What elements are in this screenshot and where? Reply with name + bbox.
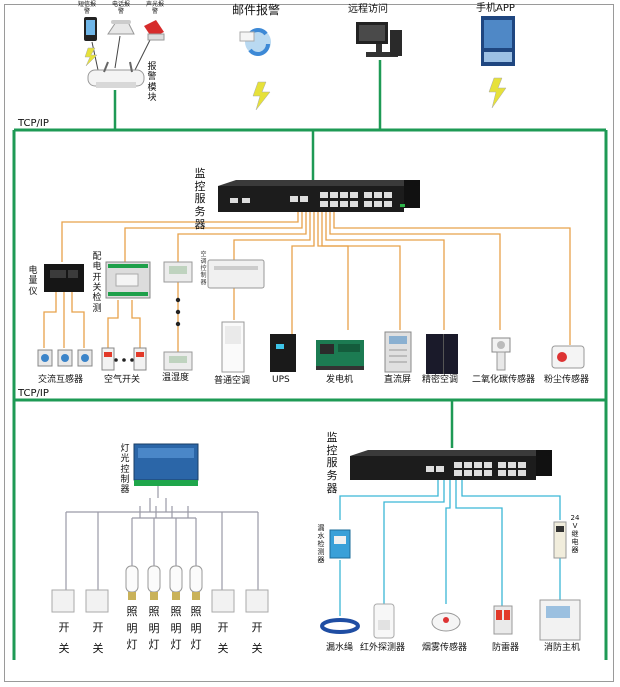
temp-humidity-display-icon xyxy=(163,351,193,371)
dc-panel-label: 直流屏 xyxy=(384,375,412,385)
switch4-label: 开关 xyxy=(251,621,263,655)
alarm-phone-label: 电话报警 xyxy=(112,1,131,15)
wall-switch-icon xyxy=(51,589,269,613)
leak-rope-icon xyxy=(320,618,360,634)
ct-label: 交流互感器 xyxy=(38,375,84,385)
switch-detect-label: 配电开关检测 xyxy=(92,252,102,314)
email-alarm-label: 邮件报警 xyxy=(232,3,281,17)
fire-host-icon xyxy=(539,599,581,641)
leak-detector-label: 漏水检测器 xyxy=(317,524,325,565)
computer-icon xyxy=(356,22,402,57)
temp-humidity-label: 温湿度 xyxy=(162,373,190,383)
tcp-ip-mid-label: TCP/IP xyxy=(18,388,49,399)
mobile-app-label: 手机APP xyxy=(476,3,515,14)
smoke-sensor-label: 烟雾传感器 xyxy=(422,643,468,653)
leak-rope-label: 漏水绳 xyxy=(326,643,354,653)
light-controller-icon xyxy=(133,443,199,486)
co2-sensor-label: 二氧化碳传感器 xyxy=(472,375,536,385)
air-switch-icon xyxy=(101,347,147,371)
switch3-label: 开关 xyxy=(217,621,229,655)
alarm-module-label: 报警模块 xyxy=(147,62,157,104)
server2-label: 监控服务器 xyxy=(326,431,338,495)
lamp2-label: 照明灯 xyxy=(148,605,160,651)
air-switch-label: 空气开关 xyxy=(104,375,141,385)
lamp1-label: 照明灯 xyxy=(126,605,138,651)
precision-ac-label: 精密空调 xyxy=(422,375,459,385)
generator-label: 发电机 xyxy=(326,375,354,385)
ups-label: UPS xyxy=(272,375,290,385)
switch-detector-icon xyxy=(105,261,151,299)
tcp-ip-top-label: TCP/IP xyxy=(18,118,49,129)
current-transformer-icon xyxy=(37,349,93,367)
relay-icon xyxy=(553,521,567,559)
lightbulb-icon xyxy=(125,565,203,600)
ordinary-ac-label: 普通空调 xyxy=(214,376,251,386)
monitor-server-icon xyxy=(350,450,552,480)
dust-sensor-label: 粉尘传感器 xyxy=(544,375,590,385)
app-icon xyxy=(481,16,515,66)
temp-humidity-sensor-icon xyxy=(163,261,193,283)
floor-ac-icon xyxy=(221,321,245,373)
lamp4-label: 照明灯 xyxy=(190,605,202,651)
infrared-label: 红外探测器 xyxy=(360,643,406,653)
siren-icon xyxy=(144,20,165,41)
precision-ac-icon xyxy=(426,334,458,374)
lightning-icon xyxy=(252,81,271,111)
alarm-module-icon xyxy=(87,61,145,88)
power-meter-icon xyxy=(44,264,84,292)
lamp3-label: 照明灯 xyxy=(170,605,182,651)
ac-controller-icon xyxy=(207,259,265,289)
switch2-label: 开关 xyxy=(92,621,104,655)
ac-controller-label: 空调控制器 xyxy=(200,251,207,286)
generator-icon xyxy=(316,340,364,370)
relay-label: 24V继电器 xyxy=(570,514,580,555)
ups-icon xyxy=(270,334,296,372)
dc-panel-icon xyxy=(384,331,412,373)
lightning-icon xyxy=(84,47,98,67)
fire-host-label: 消防主机 xyxy=(544,643,581,653)
light-controller-label: 灯光控制器 xyxy=(120,444,130,496)
co2-sensor-icon xyxy=(491,337,511,371)
alarm-sms-label: 短信报警 xyxy=(78,1,97,15)
smoke-sensor-icon xyxy=(431,612,461,632)
email-sync-icon xyxy=(239,28,271,56)
surge-protector-icon xyxy=(493,605,513,635)
infrared-detector-icon xyxy=(373,603,395,639)
leak-detector-icon xyxy=(329,529,351,559)
alarm-sound-light-label: 声光报警 xyxy=(146,1,165,15)
server1-label: 监控服务器 xyxy=(194,167,206,231)
lightning-protector-label: 防雷器 xyxy=(492,643,520,653)
switch1-label: 开关 xyxy=(58,621,70,655)
meter-label: 电量仪 xyxy=(28,266,38,297)
mobile-phone-icon xyxy=(84,17,97,41)
remote-access-label: 远程访问 xyxy=(348,4,388,15)
dust-sensor-icon xyxy=(551,345,585,369)
desk-phone-icon xyxy=(107,20,135,35)
lightning-icon xyxy=(488,77,507,109)
monitor-server-icon xyxy=(218,180,420,212)
diagram-frame xyxy=(4,4,614,682)
